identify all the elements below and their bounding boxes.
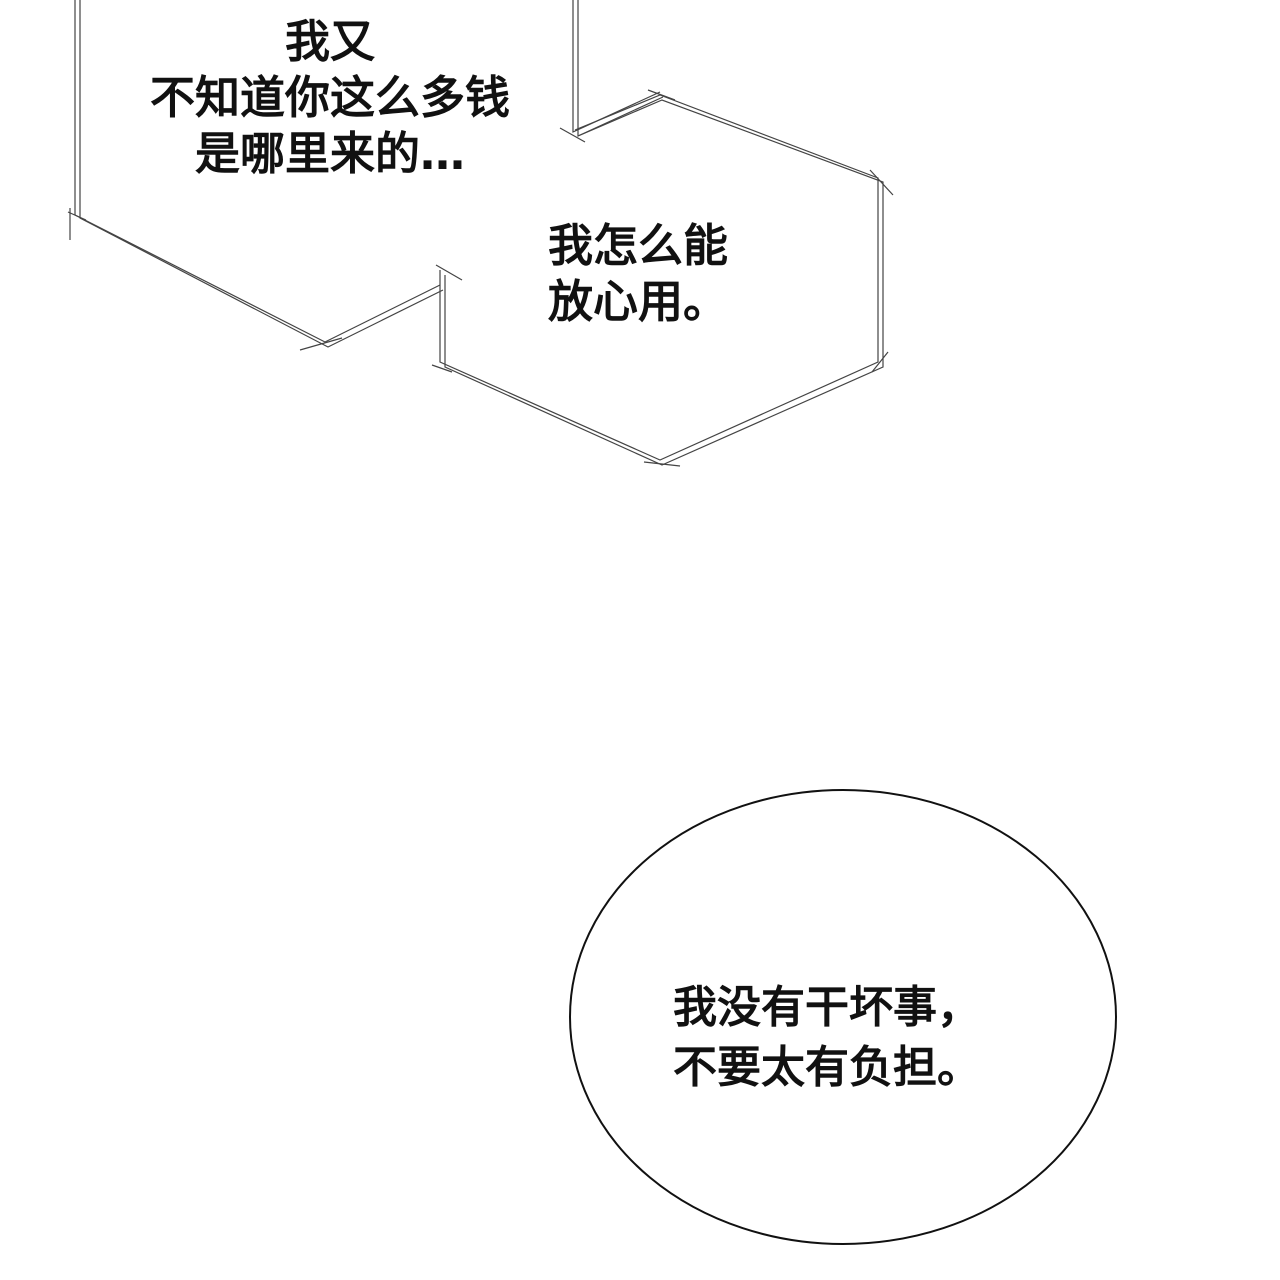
bubble-3-text: 我没有干坏事， 不要太有负担。 bbox=[673, 978, 981, 1098]
bubble-2-line-1: 我怎么能 bbox=[548, 219, 729, 272]
bubble-3-line-1: 我没有干坏事， bbox=[673, 982, 981, 1033]
bubble-3-line-2: 不要太有负担。 bbox=[673, 1042, 981, 1093]
hexagon-bubble-1-outline bbox=[67, 0, 664, 351]
bubble-2-text: 我怎么能 放心用。 bbox=[548, 218, 728, 330]
hexagon-bubble-2-outline bbox=[431, 89, 894, 467]
bubble-1-line-2: 不知道你这么多钱 bbox=[149, 71, 510, 124]
bubble-2-line-2: 放心用。 bbox=[548, 275, 729, 328]
bubble-1-text: 我又 不知道你这么多钱 是哪里来的… bbox=[100, 14, 560, 182]
bubble-1-line-1: 我又 bbox=[284, 15, 375, 68]
ellipse-bubble-outline bbox=[569, 789, 1117, 1245]
bubble-1-line-3: 是哪里来的… bbox=[194, 127, 465, 180]
